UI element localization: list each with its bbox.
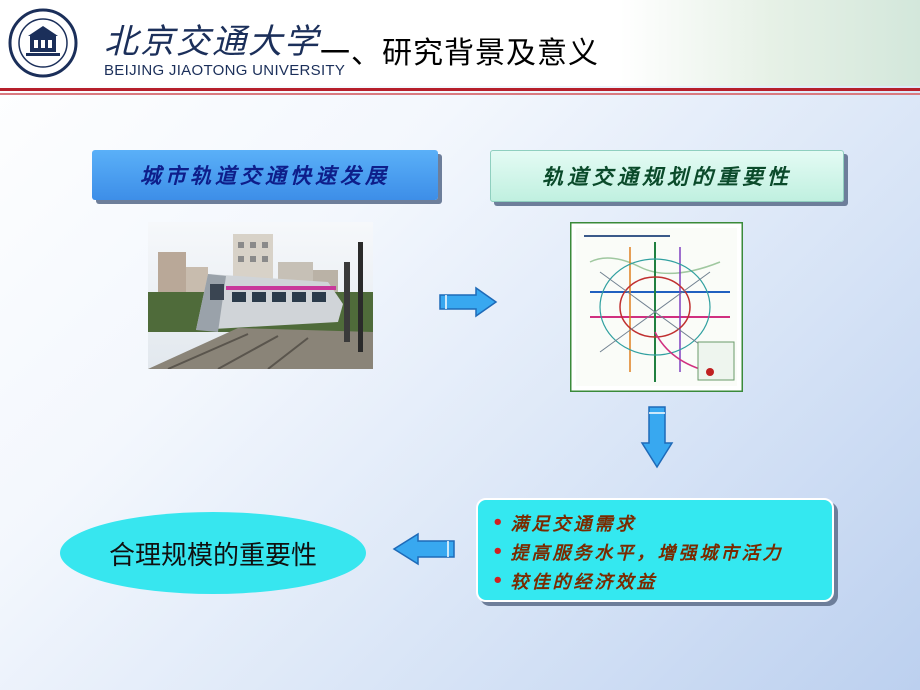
- metro-train-photo: [148, 222, 373, 369]
- slide-title: 一、研究背景及意义: [320, 36, 599, 71]
- header-divider: [0, 88, 920, 91]
- urban-rail-development-box: 城市轨道交通快速发展: [92, 150, 438, 200]
- benefit-item: • 较佳的经济效益: [492, 566, 818, 595]
- benefit-text: 满足交通需求: [510, 513, 637, 535]
- university-name-cn: 北京交通大学: [104, 22, 320, 62]
- bullet-icon: •: [492, 512, 507, 533]
- header-decoration: [620, 0, 920, 86]
- university-name-en: BEIJING JIAOTONG UNIVERSITY: [104, 62, 346, 79]
- benefit-text: 提高服务水平，增强城市活力: [510, 542, 784, 564]
- header-bar: 北京交通大学 BEIJING JIAOTONG UNIVERSITY 一、研究背…: [0, 0, 920, 86]
- arrow-down-icon: [640, 406, 674, 469]
- benefit-text: 较佳的经济效益: [510, 571, 658, 593]
- benefit-item: • 满足交通需求: [492, 508, 818, 537]
- benefit-item: • 提高服务水平，增强城市活力: [492, 537, 818, 566]
- rail-planning-importance-box: 轨道交通规划的重要性: [490, 150, 844, 202]
- scale-importance-ellipse: 合理规模的重要性: [60, 512, 366, 594]
- bullet-icon: •: [492, 570, 507, 591]
- arrow-left-icon: [392, 532, 455, 566]
- benefits-box: • 满足交通需求 • 提高服务水平，增强城市活力 • 较佳的经济效益: [476, 498, 834, 602]
- arrow-right-icon: [439, 286, 498, 318]
- bullet-icon: •: [492, 541, 507, 562]
- rail-network-map: [570, 222, 743, 392]
- header-divider-secondary: [0, 93, 920, 95]
- university-seal-icon: [8, 8, 78, 78]
